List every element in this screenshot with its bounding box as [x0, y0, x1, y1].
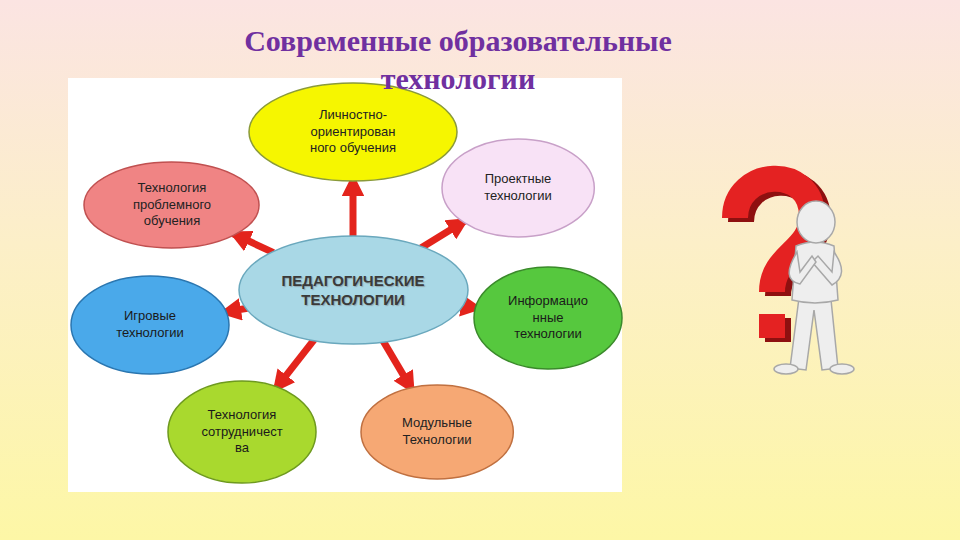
ellipse-fill: [361, 385, 513, 479]
ellipse-fill: [249, 83, 457, 181]
ellipse-fill: [71, 276, 229, 374]
technology-ellipse: Игровые технологии: [70, 275, 230, 375]
thinking-figure: [774, 201, 854, 374]
technology-label: Технология проблемного обучения: [116, 180, 228, 231]
technology-ellipse: Проектные технологии: [441, 138, 595, 238]
technology-label: Игровые технологии: [100, 308, 200, 342]
technology-ellipse: Личностно- ориентирован ного обучения: [248, 82, 458, 182]
ellipse-outline: [238, 235, 469, 345]
technology-label: Информацио нные технологии: [503, 293, 593, 344]
technology-ellipse: Информацио нные технологии: [473, 266, 623, 370]
ellipse-fill: [239, 236, 468, 344]
page-title: Современные образовательные технологии: [218, 22, 698, 97]
technology-ellipse: Технология сотрудничест ва: [167, 380, 317, 484]
technology-label: Технология сотрудничест ва: [196, 407, 288, 458]
central-label: ПЕДАГОГИЧЕСКИЕ ТЕХНОЛОГИИ: [278, 271, 428, 310]
technology-label: Проектные технологии: [470, 171, 566, 205]
red-arrow: [350, 178, 357, 238]
ellipse-fill: [84, 162, 259, 248]
technology-label: Личностно- ориентирован ного обучения: [301, 107, 405, 158]
central-ellipse: ПЕДАГОГИЧЕСКИЕ ТЕХНОЛОГИИ: [238, 235, 469, 345]
ellipse-fill: [168, 381, 316, 483]
red-arrow: [275, 339, 314, 389]
red-arrow: [421, 220, 466, 248]
red-arrow: [383, 340, 413, 390]
white-panel: [68, 78, 622, 492]
ellipse-fill: [442, 139, 594, 237]
technology-label: Модульные Технологии: [389, 415, 485, 449]
technology-ellipse: Технология проблемного обучения: [83, 161, 260, 249]
ellipse-fill: [474, 267, 622, 369]
red-arrow: [233, 234, 274, 253]
technology-ellipse: Модульные Технологии: [360, 384, 514, 480]
